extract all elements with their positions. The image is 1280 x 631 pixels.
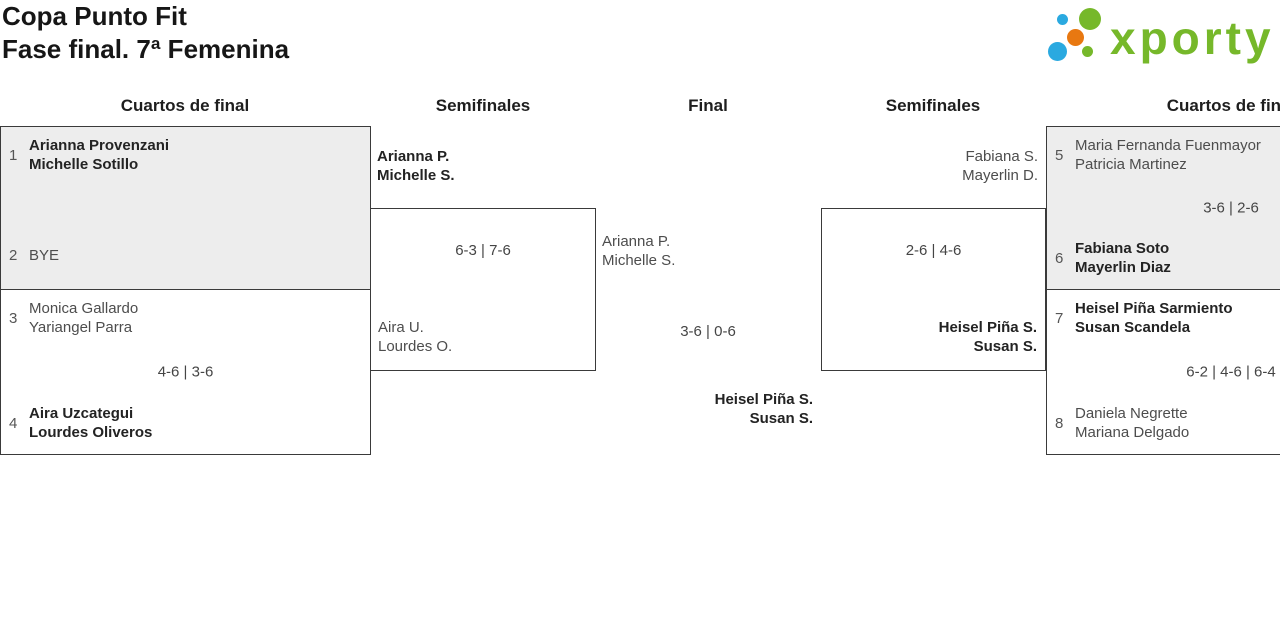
player-name: Fabiana Soto [1075, 240, 1170, 257]
logo-dot-blue-large [1048, 42, 1067, 61]
player-name: Yariangel Parra [29, 319, 133, 336]
final-top-team: Arianna P. Michelle S. [602, 232, 675, 270]
match-box-sf-right: 2-6 | 4-6 Heisel Piña S. Susan S. [821, 208, 1046, 371]
seed-number: 2 [9, 247, 18, 264]
sf-right-bottom-team: Heisel Piña S. Susan S. [939, 318, 1037, 356]
player-name: Aira U. [378, 319, 424, 336]
player-name: Lourdes Oliveros [29, 424, 153, 441]
player-name: Michelle S. [602, 252, 676, 269]
round-header-semifinales-right: Semifinales [885, 96, 981, 115]
team-names: Aira Uzcategui Lourdes Oliveros [29, 404, 152, 442]
player-name: Susan S. [973, 338, 1037, 355]
team-names: Daniela Negrette Mariana Delgado [1075, 404, 1189, 442]
player-name: Patricia Martinez [1075, 156, 1187, 173]
player-name: Michelle Sotillo [29, 156, 139, 173]
seed-number: 6 [1055, 249, 1064, 267]
team-names: Arianna Provenzani Michelle Sotillo [29, 136, 169, 174]
player-name: Susan S. [749, 410, 813, 427]
round-header-cuartos-left: Cuartos de final [120, 96, 250, 115]
player-name: Lourdes O. [378, 338, 453, 355]
team-names: Monica Gallardo Yariangel Parra [29, 299, 138, 337]
player-name: Mayerlin D. [962, 167, 1038, 184]
match-score: 6-3 | 7-6 [455, 242, 511, 259]
xporty-logo[interactable]: xporty [1048, 4, 1278, 70]
team-names: Fabiana Soto Mayerlin Diaz [1075, 239, 1171, 277]
team-entry-seed7: 7 Heisel Piña Sarmiento Susan Scandela [1055, 299, 1280, 337]
match-box-sf-left: 6-3 | 7-6 Aira U. Lourdes O. [370, 208, 596, 371]
player-name: Mayerlin Diaz [1075, 259, 1171, 276]
match-box-qf-right-1: 5 Maria Fernanda Fuenmayor Patricia Mart… [1046, 126, 1280, 290]
seed-number: 8 [1055, 414, 1064, 432]
final-score: 3-6 | 0-6 [680, 323, 736, 340]
player-name: Fabiana S. [965, 148, 1038, 165]
match-box-qf-left-1: 1 Arianna Provenzani Michelle Sotillo 2 … [0, 126, 371, 290]
logo-dot-blue-small [1057, 14, 1068, 25]
round-header-final: Final [688, 96, 728, 115]
logo-dot-green-large [1079, 8, 1101, 30]
sf-left-bottom-team: Aira U. Lourdes O. [378, 318, 452, 356]
logo-wordmark: xporty [1110, 12, 1275, 64]
seed-number: 3 [9, 309, 18, 327]
team-names: Maria Fernanda Fuenmayor Patricia Martin… [1075, 136, 1261, 174]
seed-number: 7 [1055, 309, 1064, 327]
player-name: Aira Uzcategui [29, 405, 134, 422]
sf-left-top-team: Arianna P. Michelle S. [377, 147, 455, 185]
final-bottom-team: Heisel Piña S. Susan S. [715, 390, 813, 428]
player-name: Heisel Piña S. [938, 319, 1037, 336]
logo-dot-green-small [1082, 46, 1093, 57]
player-name: Susan Scandela [1075, 319, 1191, 336]
round-header-cuartos-right: Cuartos de final [1166, 96, 1280, 115]
bye-label: BYE [29, 247, 60, 264]
player-name: Arianna P. [602, 233, 671, 250]
match-box-qf-right-2: 7 Heisel Piña Sarmiento Susan Scandela 6… [1046, 289, 1280, 455]
match-box-qf-left-2: 3 Monica Gallardo Yariangel Parra 4-6 | … [0, 289, 371, 455]
match-score: 6-2 | 4-6 | 6-4 [1186, 363, 1276, 381]
team-names: Heisel Piña Sarmiento Susan Scandela [1075, 299, 1233, 337]
team-entry-seed2: 2 BYE [9, 246, 362, 265]
team-entry-seed3: 3 Monica Gallardo Yariangel Parra [9, 299, 362, 337]
team-entry-seed4: 4 Aira Uzcategui Lourdes Oliveros [9, 404, 362, 442]
tournament-name: Copa Punto Fit [2, 1, 187, 31]
logo-dot-orange [1067, 29, 1084, 46]
team-entry-seed8: 8 Daniela Negrette Mariana Delgado [1055, 404, 1280, 442]
player-name: Heisel Piña S. [714, 391, 813, 408]
player-name: Michelle S. [377, 167, 455, 184]
match-score: 2-6 | 4-6 [905, 242, 962, 259]
player-name: Mariana Delgado [1075, 424, 1190, 441]
match-score: 3-6 | 2-6 [1203, 199, 1259, 217]
seed-number: 5 [1055, 146, 1064, 164]
player-name: Daniela Negrette [1075, 405, 1188, 422]
page-title: Copa Punto Fit Fase final. 7ª Femenina [2, 0, 289, 66]
round-header-semifinales-left: Semifinales [435, 96, 531, 115]
team-entry-seed6: 6 Fabiana Soto Mayerlin Diaz [1055, 239, 1280, 277]
match-score: 4-6 | 3-6 [157, 363, 214, 381]
phase-name: Fase final. 7ª Femenina [2, 34, 290, 64]
team-names: BYE [29, 246, 59, 265]
seed-number: 1 [9, 146, 18, 164]
player-name: Monica Gallardo [29, 300, 139, 317]
player-name: Maria Fernanda Fuenmayor [1075, 137, 1261, 154]
team-entry-seed5: 5 Maria Fernanda Fuenmayor Patricia Mart… [1055, 136, 1280, 174]
player-name: Arianna P. [377, 148, 450, 165]
player-name: Heisel Piña Sarmiento [1075, 300, 1233, 317]
seed-number: 4 [9, 414, 18, 432]
sf-right-top-team: Fabiana S. Mayerlin D. [962, 147, 1038, 185]
team-entry-seed1: 1 Arianna Provenzani Michelle Sotillo [9, 136, 362, 174]
player-name: Arianna Provenzani [29, 137, 170, 154]
